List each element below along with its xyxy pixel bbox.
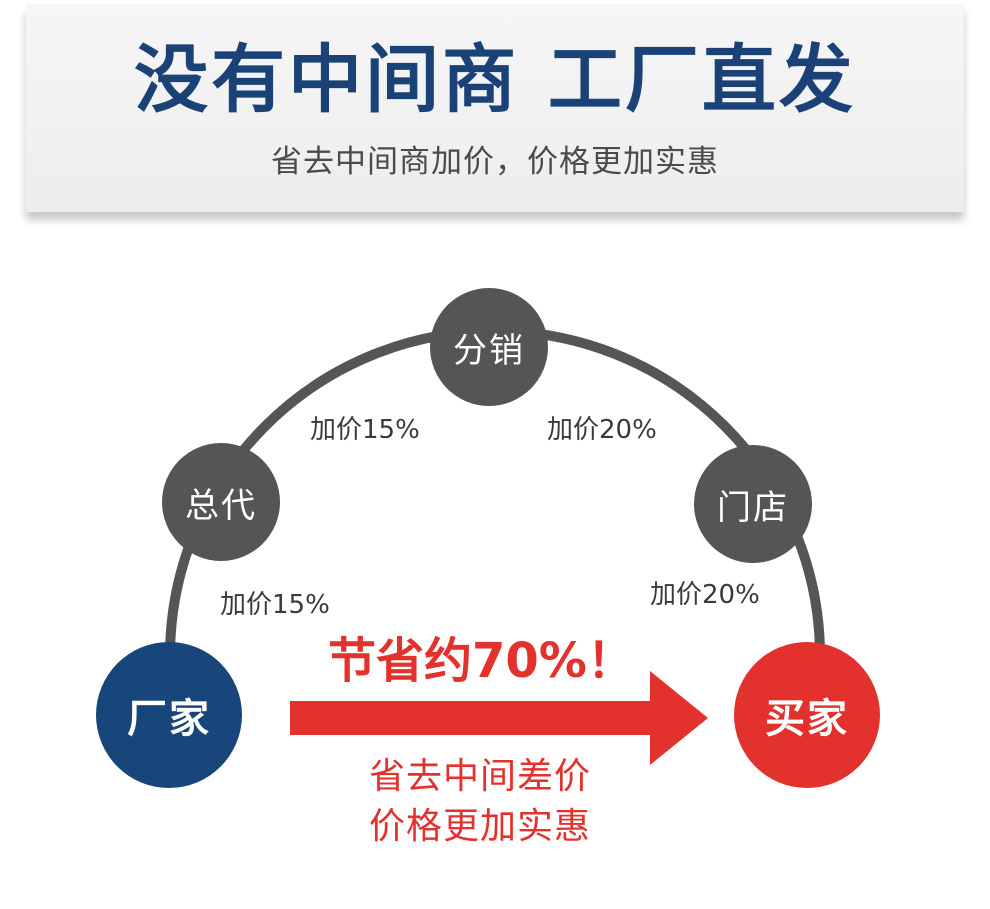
- buyer-node: 买家: [734, 642, 880, 788]
- header-card: 没有中间商 工厂直发 省去中间商加价，价格更加实惠: [26, 4, 964, 212]
- store-node: 门店: [694, 445, 812, 563]
- arrow-shape: [290, 671, 708, 765]
- saving-headline: 节省约70%！: [328, 633, 635, 689]
- markup-label-store-to-buyer: 加价20%: [650, 580, 760, 610]
- page-subtitle: 省去中间商加价，价格更加实惠: [271, 144, 719, 180]
- markup-label-distribution-to-store: 加价20%: [547, 415, 657, 445]
- saving-line-1: 省去中间差价: [368, 756, 591, 797]
- arrow-icon: [290, 671, 708, 765]
- markup-label-agent-to-distribution: 加价15%: [310, 415, 420, 445]
- factory-node: 厂家: [96, 642, 242, 788]
- saving-line-2: 价格更加实惠: [368, 806, 591, 847]
- saving-description: 省去中间差价 价格更加实惠: [340, 752, 620, 852]
- general-agent-node: 总代: [162, 443, 280, 561]
- markup-label-factory-to-agent: 加价15%: [220, 590, 330, 620]
- page-title: 没有中间商 工厂直发: [134, 37, 856, 123]
- distribution-node: 分销: [430, 288, 548, 406]
